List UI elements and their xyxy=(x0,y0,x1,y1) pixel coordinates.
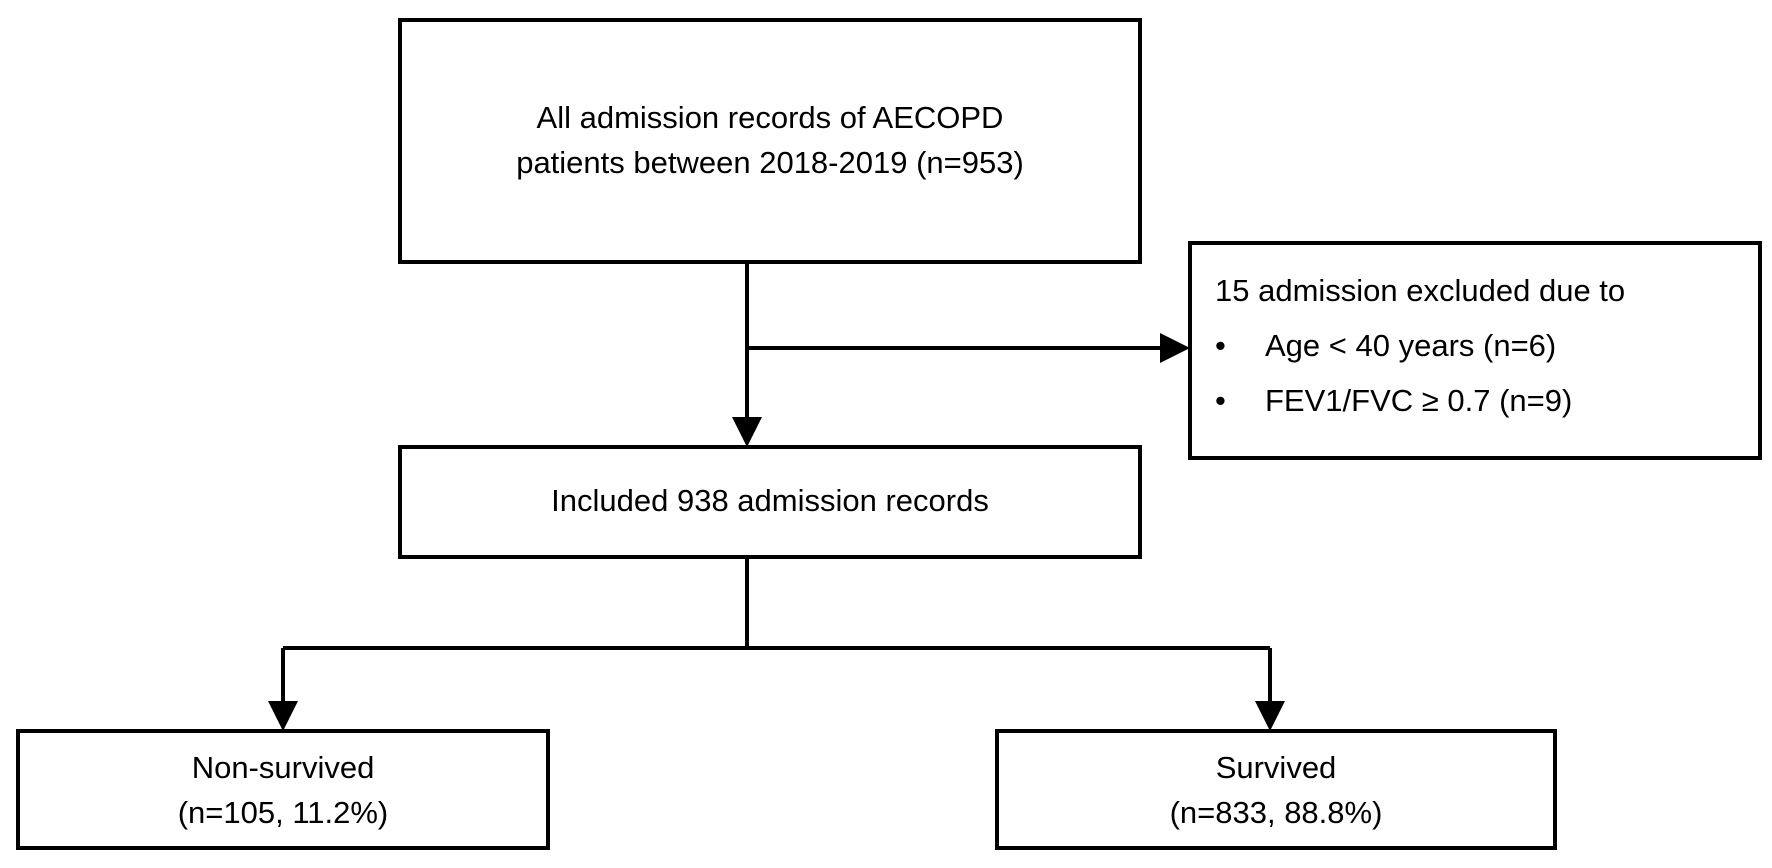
included-records-box[interactable]: Included 938 admission records xyxy=(398,445,1142,559)
arrow-head-down-to-included xyxy=(732,417,762,447)
source-records-line-1: All admission records of AECOPD xyxy=(537,100,1004,135)
edge-included-to-survived xyxy=(1255,648,1285,731)
arrow-head-down-to-non-survived xyxy=(268,701,298,731)
arrow-head-right-to-excluded xyxy=(1160,333,1190,363)
non-survived-line-1: Non-survived xyxy=(192,750,375,785)
source-records-box[interactable]: All admission records of AECOPD patients… xyxy=(398,18,1142,264)
non-survived-line-2: (n=105, 11.2%) xyxy=(178,795,389,830)
included-records-line-1: Included 938 admission records xyxy=(551,483,989,518)
non-survived-box-outline xyxy=(16,729,550,850)
excluded-reason-1-bullet-icon: • xyxy=(1215,328,1226,363)
excluded-heading: 15 admission excluded due to xyxy=(1215,273,1625,308)
edge-included-to-non-survived xyxy=(268,648,298,731)
source-records-box-outline xyxy=(398,18,1142,264)
non-survived-box[interactable]: Non-survived (n=105, 11.2%) xyxy=(16,729,550,850)
edge-included-split xyxy=(283,557,1270,650)
source-records-line-2: patients between 2018-2019 (n=953) xyxy=(516,145,1024,180)
excluded-reason-2-bullet-icon: • xyxy=(1215,383,1226,418)
edge-source-to-included xyxy=(732,262,762,447)
survived-box-outline xyxy=(995,729,1557,850)
edge-source-to-excluded xyxy=(747,333,1190,363)
included-records-box-outline xyxy=(398,445,1142,559)
survived-line-2: (n=833, 88.8%) xyxy=(1170,795,1383,830)
excluded-box-outline xyxy=(1188,241,1762,460)
excluded-reason-2-label: FEV1/FVC ≥ 0.7 (n=9) xyxy=(1265,383,1572,418)
arrow-head-down-to-survived xyxy=(1255,701,1285,731)
excluded-box[interactable]: 15 admission excluded due to • Age < 40 … xyxy=(1188,241,1762,460)
survived-line-1: Survived xyxy=(1216,750,1337,785)
survived-box[interactable]: Survived (n=833, 88.8%) xyxy=(995,729,1557,850)
excluded-reason-1-label: Age < 40 years (n=6) xyxy=(1265,328,1556,363)
